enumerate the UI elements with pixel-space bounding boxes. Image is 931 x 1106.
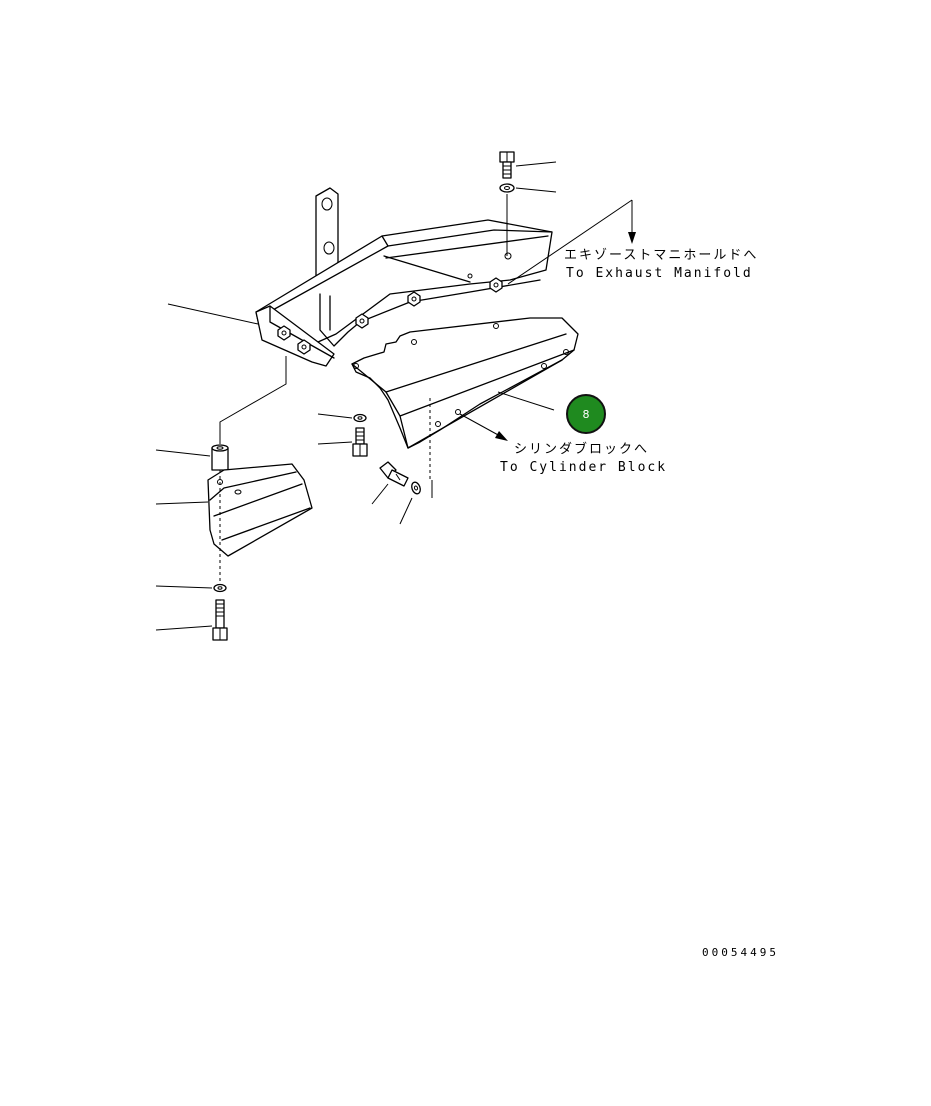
lower-shield-plate: [207, 463, 313, 557]
reference-badge[interactable]: 8: [566, 394, 606, 434]
top-washer-icon: [499, 183, 515, 193]
lower-washer-icon: [213, 583, 227, 593]
angled-bolt-icon: [379, 461, 409, 487]
bracket-bolt-4: [407, 291, 421, 307]
bracket-bolt-5: [489, 277, 503, 293]
bracket-bolt-1: [277, 325, 291, 341]
mid-washer-icon: [353, 413, 367, 423]
spacer-icon: [211, 444, 229, 471]
shield-leader: [497, 391, 555, 411]
right-shield-plate: [351, 317, 579, 449]
cylinder-label-en: To Cylinder Block: [500, 460, 668, 475]
lower-bolt-icon: [212, 599, 228, 641]
document-id: 00054495: [702, 946, 779, 959]
exhaust-arrow: [507, 199, 636, 285]
bracket-bolt-3: [355, 313, 369, 329]
top-bolt-icon: [499, 151, 515, 179]
angled-washer-icon: [411, 481, 421, 495]
bracket-bolt-2: [297, 339, 311, 355]
mid-bolt-icon: [352, 427, 368, 457]
exhaust-label-en: To Exhaust Manifold: [566, 266, 753, 281]
cylinder-label-jp: シリンダブロックへ: [514, 442, 650, 457]
upper-bracket: [255, 187, 553, 367]
cylinder-arrow: [459, 413, 508, 441]
exhaust-label-jp: エキゾーストマニホールドへ: [564, 248, 759, 263]
